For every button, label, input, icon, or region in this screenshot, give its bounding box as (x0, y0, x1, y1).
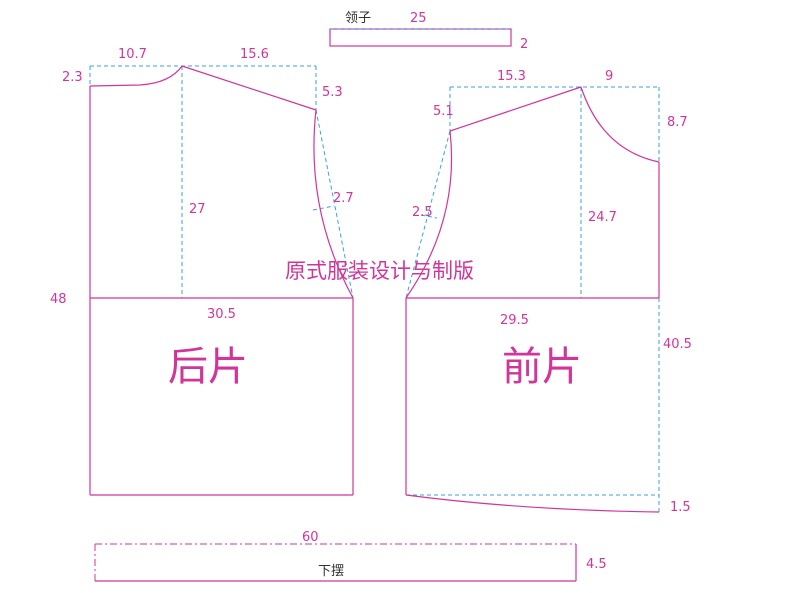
front-neck-width-label: 9 (605, 69, 613, 84)
front-hem-curve (405, 494, 660, 513)
back-total-length-label: 48 (50, 292, 67, 307)
front-piece: 15.3 9 5.1 8.7 2.5 24.7 29.5 40.5 1.5 前片 (405, 69, 692, 515)
collar-piece: 领子 25 2 (329, 11, 528, 52)
watermark-text: 原式服装设计与制版 (285, 259, 474, 283)
hem-width-label: 4.5 (586, 557, 607, 572)
front-body-length-label: 40.5 (663, 337, 692, 352)
back-neck-drop-label: 2.3 (62, 70, 83, 85)
back-armhole (313, 109, 354, 299)
back-armhole-curve-guide (312, 205, 335, 211)
front-armhole-depth-label: 24.7 (588, 210, 617, 225)
front-armhole-curve-guide (420, 214, 438, 219)
back-chest-label: 30.5 (207, 307, 236, 322)
back-title: 后片 (168, 344, 248, 390)
hem-piece: 60 下摆 4.5 (94, 530, 607, 582)
collar-outline (329, 28, 512, 47)
front-title: 前片 (502, 344, 582, 390)
back-armhole-guide (315, 109, 354, 299)
front-shoulder-seam (449, 86, 582, 132)
front-armhole (405, 130, 453, 299)
front-shoulder-drop-label: 5.1 (433, 104, 454, 119)
front-neck-depth-label: 8.7 (667, 115, 688, 130)
front-neckline (580, 86, 660, 163)
back-armhole-curve-label: 2.7 (333, 191, 354, 206)
back-piece: 10.7 2.3 15.6 5.3 27 2.7 30.5 48 后片 (50, 47, 354, 496)
front-armhole-guide (405, 130, 451, 299)
back-shoulder-label: 15.6 (240, 47, 269, 62)
back-armhole-depth-label: 27 (189, 202, 206, 217)
front-hem-drop-label: 1.5 (670, 500, 691, 515)
back-neckline (89, 65, 183, 87)
front-armhole-curve-label: 2.5 (412, 205, 433, 220)
collar-width-label: 2 (520, 37, 528, 52)
hem-length-label: 60 (302, 530, 319, 545)
front-chest-label: 29.5 (500, 313, 529, 328)
back-shoulder-drop-label: 5.3 (322, 85, 343, 100)
collar-name-label: 领子 (345, 11, 371, 26)
back-shoulder-seam (181, 65, 317, 111)
back-neck-width-label: 10.7 (118, 47, 147, 62)
front-shoulder-label: 15.3 (497, 69, 526, 84)
hem-name-label: 下摆 (318, 564, 344, 579)
collar-length-label: 25 (410, 11, 427, 26)
